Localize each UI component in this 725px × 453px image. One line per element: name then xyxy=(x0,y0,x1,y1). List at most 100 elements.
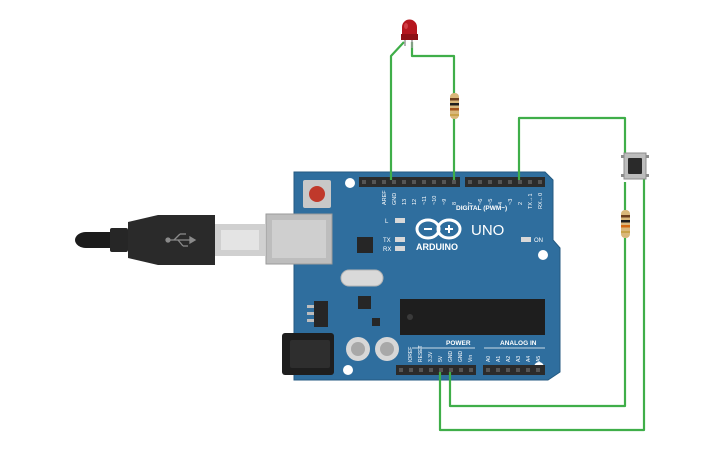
crystal-oscillator xyxy=(340,269,384,287)
pin-hole xyxy=(469,368,473,372)
pin-hole xyxy=(468,180,472,184)
mounting-hole xyxy=(538,250,548,260)
pin-hole xyxy=(412,180,416,184)
pin-label-gnd2: GND xyxy=(458,351,464,363)
pin-hole xyxy=(528,180,532,184)
pin-label-gnd: GND xyxy=(392,193,398,205)
resistor-button[interactable] xyxy=(621,210,630,238)
pin-label-reset: RESET xyxy=(418,345,424,362)
model-label: UNO xyxy=(471,222,504,239)
pin-hole xyxy=(518,180,522,184)
pin-hole xyxy=(439,368,443,372)
label-tx: TX xyxy=(383,238,391,244)
pin-label-aref: AREF xyxy=(382,190,388,205)
pin-hole xyxy=(409,368,413,372)
pin-hole xyxy=(419,368,423,372)
label-rx: RX xyxy=(383,247,391,253)
pin-hole xyxy=(496,368,500,372)
dc-power-jack xyxy=(282,333,334,375)
power-section-label: POWER xyxy=(446,340,471,347)
led-tx-indicator xyxy=(395,237,405,242)
pin-hole xyxy=(392,180,396,184)
pin-hole xyxy=(536,368,540,372)
pin-label-13: 13 xyxy=(402,199,408,205)
digital-section-label: DIGITAL (PWM~) xyxy=(456,205,507,212)
label-on: ON xyxy=(534,238,543,244)
pin-label-3v3: 3.3V xyxy=(428,351,434,362)
header-power xyxy=(396,365,476,375)
usb-cable-collar xyxy=(110,228,128,252)
pin-label-7: 7 xyxy=(468,202,474,205)
pin-hole xyxy=(488,180,492,184)
pin-label-a4: A4 xyxy=(526,356,532,362)
pin-label-tx1: TX→1 xyxy=(528,193,534,209)
small-chip xyxy=(358,296,371,309)
wire-pin2-to-button[interactable] xyxy=(517,116,627,180)
pin-label-5: ~5 xyxy=(488,199,494,205)
analog-section-label: ANALOG IN xyxy=(500,340,537,347)
pin-label-8: 8 xyxy=(452,202,458,205)
usb-icon xyxy=(165,233,197,247)
pin-hole xyxy=(538,180,542,184)
pin-hole xyxy=(449,368,453,372)
small-chip xyxy=(372,318,380,326)
pin-label-4: 4 xyxy=(498,202,504,205)
arduino-logo-icon xyxy=(415,218,462,240)
atmega-chip xyxy=(400,299,545,335)
wire-button-to-5v[interactable] xyxy=(438,178,646,432)
capacitor xyxy=(375,337,399,361)
pin-hole xyxy=(452,180,456,184)
pin-label-3: ~3 xyxy=(508,199,514,205)
usb-cable-strain xyxy=(86,232,110,248)
header-analog xyxy=(483,365,545,375)
led-on-indicator xyxy=(521,237,531,242)
label-l: L xyxy=(385,219,389,225)
wire-led-to-resistor[interactable] xyxy=(410,42,456,96)
pin-hole xyxy=(506,368,510,372)
usb-chip xyxy=(357,237,373,253)
brand-label: ARDUINO xyxy=(416,242,458,252)
pin-label-a1: A1 xyxy=(496,356,502,362)
pin-label-a5: A5 xyxy=(536,356,542,362)
wires xyxy=(389,41,646,432)
pin-hole xyxy=(478,180,482,184)
pin-hole xyxy=(459,368,463,372)
pin-label-6: ~6 xyxy=(478,199,484,205)
capacitor xyxy=(346,337,370,361)
wire-resistor-to-gnd[interactable] xyxy=(448,238,627,408)
pin-hole xyxy=(429,368,433,372)
pin-hole xyxy=(486,368,490,372)
pin-label-9: ~9 xyxy=(442,199,448,205)
led-l-indicator xyxy=(395,218,405,223)
pin-label-a0: A0 xyxy=(486,356,492,362)
header-digital-low xyxy=(465,177,545,187)
pin-hole xyxy=(442,180,446,184)
red-led[interactable] xyxy=(401,19,418,48)
mounting-hole xyxy=(345,178,355,188)
pin-label-a3: A3 xyxy=(516,356,522,362)
pin-label-11: ~11 xyxy=(422,196,428,205)
pin-hole xyxy=(382,180,386,184)
pin-label-rx0: RX←0 xyxy=(538,193,544,209)
pin-hole xyxy=(362,180,366,184)
arduino-uno-board[interactable]: L TX RX ON ARDUINO UNO xyxy=(265,171,561,381)
resistor-led[interactable] xyxy=(450,93,459,119)
reset-button[interactable] xyxy=(303,180,331,208)
pin-label-vin: Vin xyxy=(468,355,474,362)
usb-cable[interactable] xyxy=(75,215,265,265)
pin-hole xyxy=(422,180,426,184)
pin-label-12: 12 xyxy=(412,199,418,205)
wire-led-to-gnd[interactable] xyxy=(389,41,405,180)
voltage-regulator xyxy=(307,301,328,327)
led-rx-indicator xyxy=(395,246,405,251)
pin-label-2: 2 xyxy=(518,202,524,205)
pin-label-5v: 5V xyxy=(438,355,444,362)
pin-hole xyxy=(516,368,520,372)
pin-label-gnd1: GND xyxy=(448,351,454,363)
pin-hole xyxy=(402,180,406,184)
pin-label-a2: A2 xyxy=(506,356,512,362)
pin-hole xyxy=(526,368,530,372)
pushbutton[interactable] xyxy=(621,152,649,180)
pin-hole xyxy=(432,180,436,184)
